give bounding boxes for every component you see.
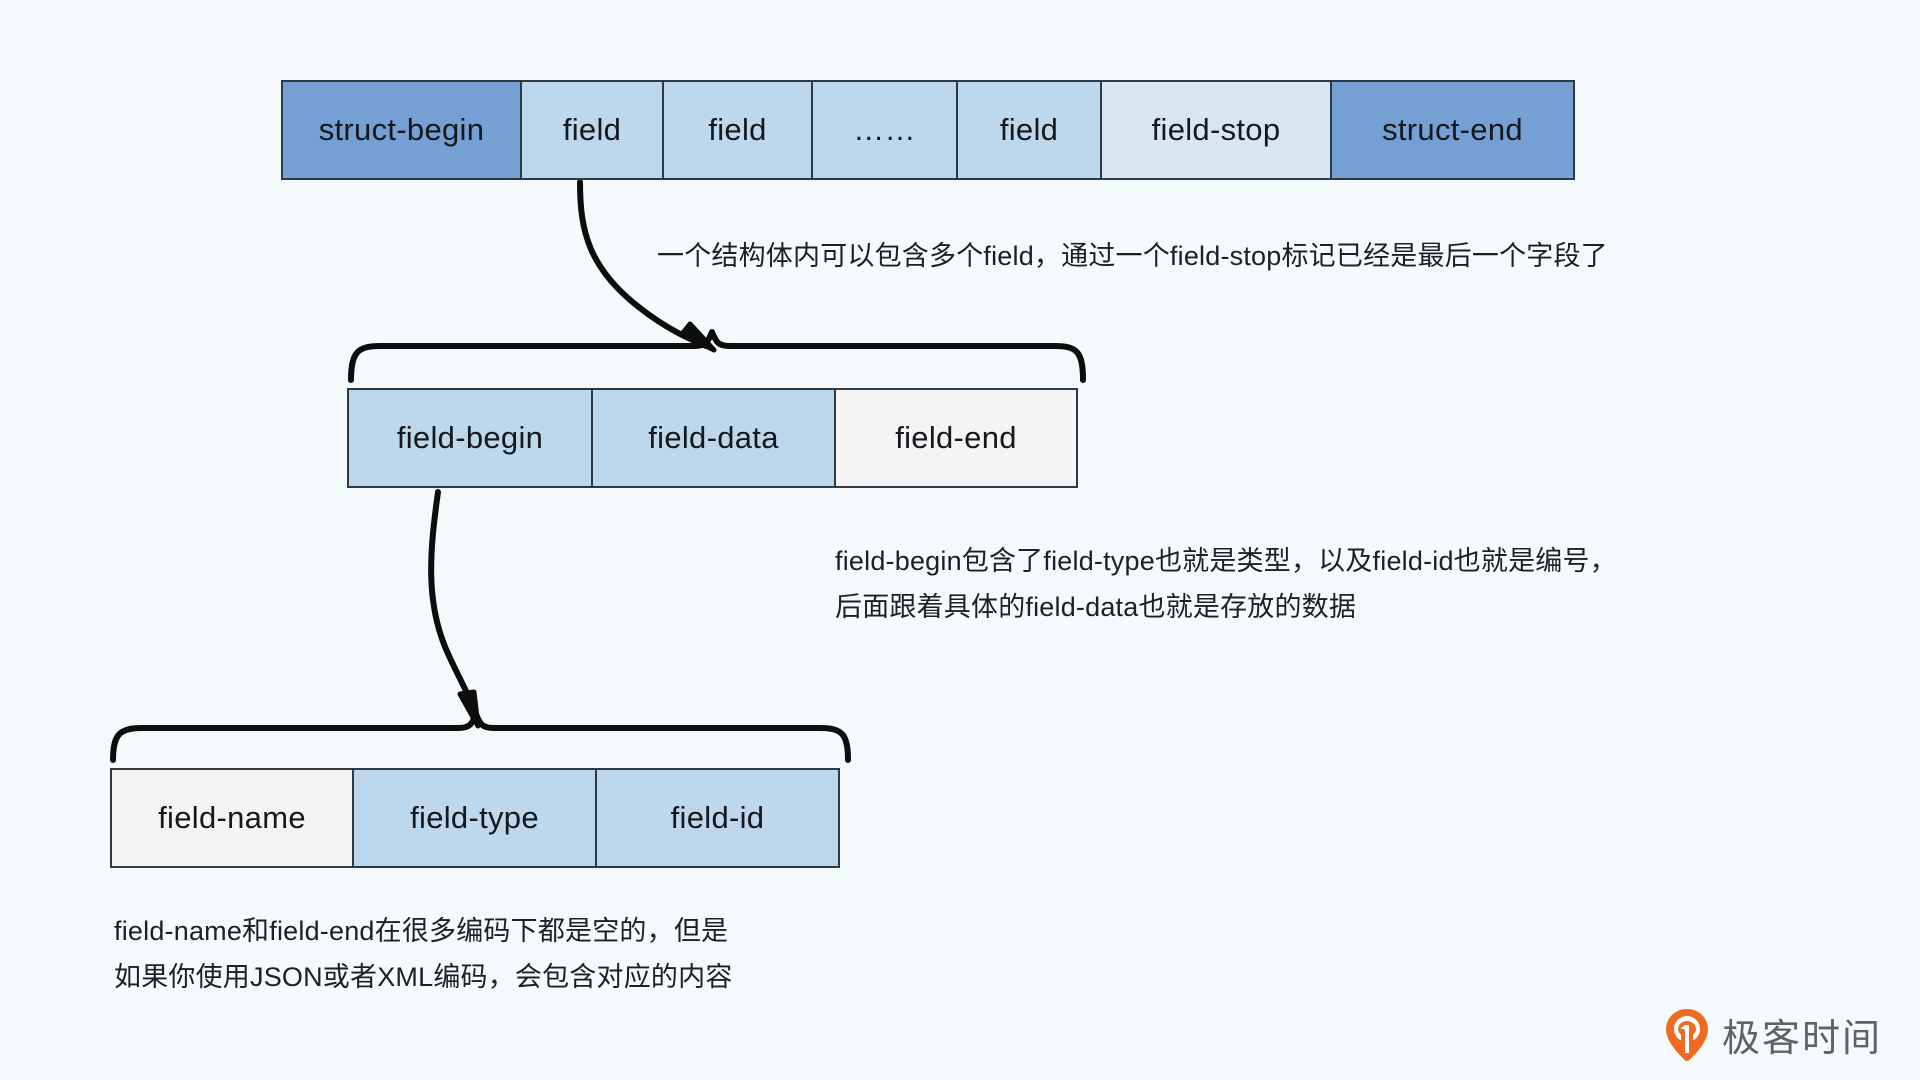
cell-struct-begin[interactable]: struct-begin — [281, 80, 522, 180]
annotation-struct-note: 一个结构体内可以包含多个field，通过一个field-stop标记已经是最后一… — [657, 241, 1608, 271]
cell-field-type[interactable]: field-type — [352, 768, 597, 868]
cell-field-name[interactable]: field-name — [110, 768, 354, 868]
cell-field-2[interactable]: field — [662, 80, 813, 180]
cell-struct-end[interactable]: struct-end — [1330, 80, 1575, 180]
cell-field-end[interactable]: field-end — [834, 388, 1078, 488]
field-begin-layout-row: field-name field-type field-id — [110, 768, 840, 868]
cell-field-1[interactable]: field — [520, 80, 664, 180]
brace-fieldbegin-row — [110, 711, 851, 763]
cell-field-ellipsis[interactable]: …… — [811, 80, 958, 180]
struct-layout-row: struct-begin field field …… field field-… — [281, 80, 1575, 180]
cell-field-id[interactable]: field-id — [595, 768, 840, 868]
cell-field-3[interactable]: field — [956, 80, 1102, 180]
watermark: 极客时间 — [1664, 1007, 1882, 1062]
geektime-pin-icon — [1665, 1008, 1708, 1061]
cell-field-stop[interactable]: field-stop — [1100, 80, 1332, 180]
field-layout-row: field-begin field-data field-end — [347, 388, 1078, 488]
cell-field-data[interactable]: field-data — [591, 388, 836, 488]
annotation-field-note: field-begin包含了field-type也就是类型，以及field-id… — [835, 546, 1617, 622]
arrow-field-to-fieldbegin — [428, 489, 481, 729]
watermark-text: 极客时间 — [1721, 1018, 1882, 1060]
cell-field-begin[interactable]: field-begin — [347, 388, 593, 488]
annotation-field-begin-note: field-name和field-end在很多编码下都是空的，但是 如果你使用J… — [114, 916, 733, 992]
brace-field-row — [348, 329, 1086, 383]
